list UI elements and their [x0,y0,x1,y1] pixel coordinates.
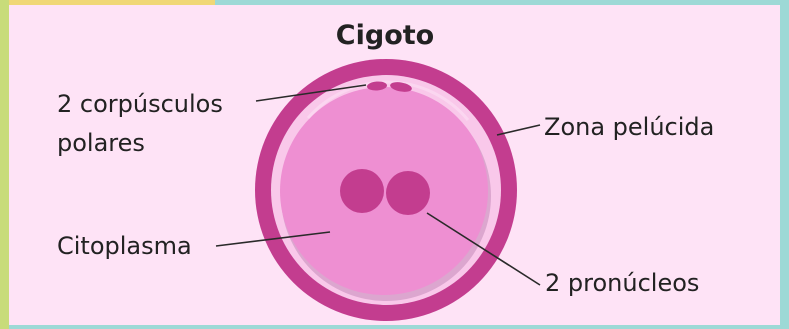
label-zona-pellucida: Zona pelúcida [544,113,714,141]
label-polar-bodies-line1: 2 corpúsculos [57,90,223,118]
label-cytoplasm: Citoplasma [57,232,192,260]
leader-zona-pellucida [497,125,540,135]
label-pronuclei: 2 pronúcleos [545,269,699,297]
label-polar-bodies-line2: polares [57,129,145,157]
pronucleus-1 [340,169,384,213]
pronucleus-2 [386,171,430,215]
diagram-title: Cigoto [336,20,434,51]
